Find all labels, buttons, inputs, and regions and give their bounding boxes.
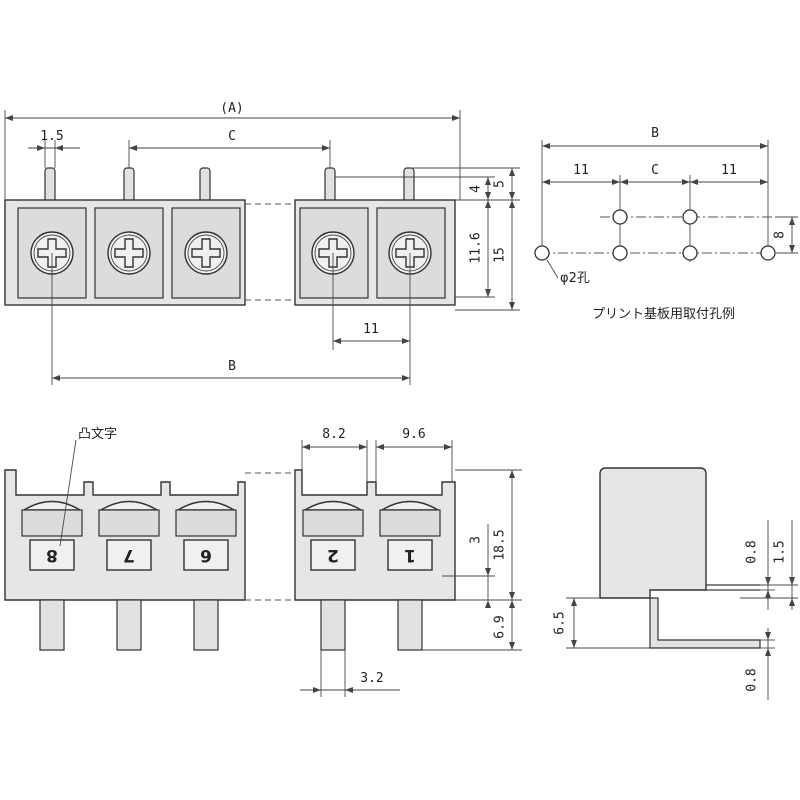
top-view: (A) 1.5 C 11 B [4, 101, 520, 385]
pcb-dim-b: B [651, 126, 659, 141]
terminal-number: 8 [46, 545, 58, 565]
side-view: 6.5 0.8 1.5 0.8 [553, 467, 798, 700]
pcb-hole-pattern: B 11 C 11 8 φ2孔 プリント基板用取付孔例 [534, 126, 798, 322]
dim-1-5: 1.5 [773, 540, 788, 563]
dim-0-8-bottom: 0.8 [745, 668, 760, 691]
pcb-hole [612, 209, 628, 225]
dim-pitch-c: C [228, 129, 236, 144]
terminal-number: 6 [200, 545, 212, 565]
terminal-number: 1 [404, 545, 416, 565]
pcb-hole [682, 245, 698, 261]
dim-3: 3 [469, 536, 484, 544]
dim-width-8-2: 8.2 [322, 427, 345, 442]
terminal-number: 7 [123, 545, 135, 565]
dim-height-11-6: 11.6 [469, 232, 484, 263]
top-pins [44, 167, 415, 204]
dim-pin-5: 5 [493, 180, 508, 188]
dim-3-2: 3.2 [360, 671, 383, 686]
hole-diameter-label: φ2孔 [560, 271, 590, 286]
screw-head [107, 231, 151, 275]
pcb-dim-11-right: 11 [721, 163, 737, 178]
dim-pin-width: 1.5 [40, 129, 63, 144]
terminal-number: 2 [327, 545, 339, 565]
pcb-hole [534, 245, 550, 261]
screw-head [184, 231, 228, 275]
dim-pin-4: 4 [469, 185, 484, 193]
dim-0-8-top: 0.8 [745, 540, 760, 563]
dim-pitch-11: 11 [363, 322, 379, 337]
pcb-dim-11-left: 11 [573, 163, 589, 178]
dim-width-9-6: 9.6 [402, 427, 425, 442]
pcb-caption: プリント基板用取付孔例 [592, 307, 735, 322]
pcb-dim-c: C [651, 163, 659, 178]
dim-overall-a: (A) [220, 101, 243, 116]
side-body [599, 467, 707, 599]
emboss-label: 凸文字 [78, 427, 117, 442]
dim-6-5: 6.5 [553, 611, 568, 634]
pcb-dim-8: 8 [773, 231, 788, 239]
dim-height-15: 15 [493, 247, 508, 263]
front-view: 8 7 6 2 1 凸文字 8.2 9.6 [4, 427, 522, 697]
pcb-hole [612, 245, 628, 261]
dim-6-9: 6.9 [493, 615, 508, 638]
dim-pitch-b: B [228, 359, 236, 374]
pcb-hole [682, 209, 698, 225]
dim-18-5: 18.5 [493, 529, 508, 560]
pcb-hole [760, 245, 776, 261]
